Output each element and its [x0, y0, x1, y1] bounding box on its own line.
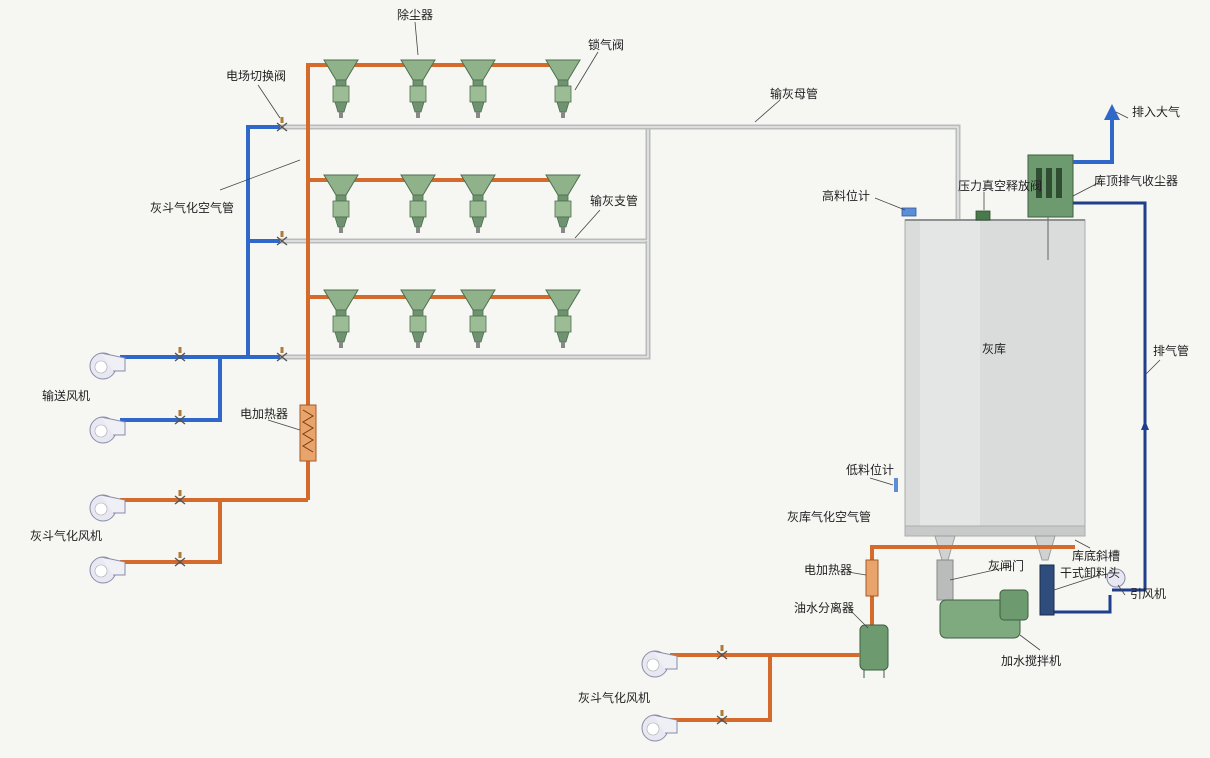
bottom-fan-pipes — [670, 653, 860, 722]
conveying-air-pipes — [120, 125, 280, 422]
leader-lines — [219, 21, 1161, 651]
humidifier-mixer — [939, 589, 1029, 639]
hopper-air-pipes — [306, 63, 565, 500]
label-electric-heater-2: 电加热器 — [804, 563, 852, 577]
label-exhaust-pipe: 排气管 — [1153, 343, 1189, 358]
label-pressure-valve: 压力真空释放阀 — [958, 178, 1042, 193]
label-high-level: 高料位计 — [822, 188, 870, 203]
label-low-level: 低料位计 — [846, 462, 894, 477]
label-hopper-air-pipe: 灰斗气化空气管 — [150, 200, 234, 215]
label-chute: 库底斜槽 — [1072, 548, 1120, 563]
label-ash-silo: 灰库 — [982, 341, 1006, 356]
label-dry-unloader: 干式卸料头 — [1060, 565, 1120, 580]
low-level-meter — [894, 478, 898, 492]
label-branch-pipe: 输灰支管 — [590, 193, 638, 208]
fan-to-unloader — [1050, 595, 1112, 614]
label-induced-fan: 引风机 — [1130, 587, 1166, 601]
label-main-pipe: 输灰母管 — [770, 86, 818, 101]
top-dust-filter — [1027, 154, 1074, 260]
dust-collector-row-2 — [323, 174, 581, 234]
exhaust-outlet — [1073, 104, 1120, 164]
electric-field-valves — [174, 116, 288, 425]
branch-pipe-3 — [280, 241, 651, 360]
electric-heater-2 — [865, 559, 879, 597]
label-exhaust-atmosphere: 排入大气 — [1132, 104, 1180, 119]
label-lock-valve: 锁气阀 — [588, 37, 624, 52]
conveying-fans — [89, 352, 126, 444]
label-electric-heater: 电加热器 — [240, 407, 288, 421]
label-silo-air-pipe: 灰库气化空气管 — [787, 509, 871, 524]
label-humidifier: 加水搅拌机 — [1001, 653, 1061, 668]
label-hopper-fan-2: 灰斗气化风机 — [578, 690, 650, 705]
label-oil-water-separator: 油水分离器 — [794, 600, 854, 615]
label-ash-valve: 灰闸门 — [988, 558, 1024, 573]
dust-collector-row-1 — [323, 59, 581, 119]
electric-heater-1 — [299, 404, 317, 462]
label-electric-field-valve: 电场切换阀 — [226, 69, 286, 83]
dry-unloader — [1039, 564, 1055, 616]
induced-fan — [1106, 568, 1126, 588]
label-top-filter: 库顶排气收尘器 — [1094, 173, 1178, 188]
label-conveying-fan: 输送风机 — [42, 388, 90, 403]
high-level-meter — [901, 207, 917, 217]
label-hopper-fan: 灰斗气化风机 — [30, 528, 102, 543]
exhaust-pipe — [1073, 201, 1149, 592]
oil-water-separator — [859, 624, 889, 678]
pressure-vacuum-valve — [975, 210, 991, 221]
ash-silo — [904, 219, 1086, 561]
hopper-fan-pipes — [120, 498, 308, 564]
main-conveying-pipe — [645, 124, 961, 220]
label-dust-collector: 除尘器 — [397, 7, 433, 22]
